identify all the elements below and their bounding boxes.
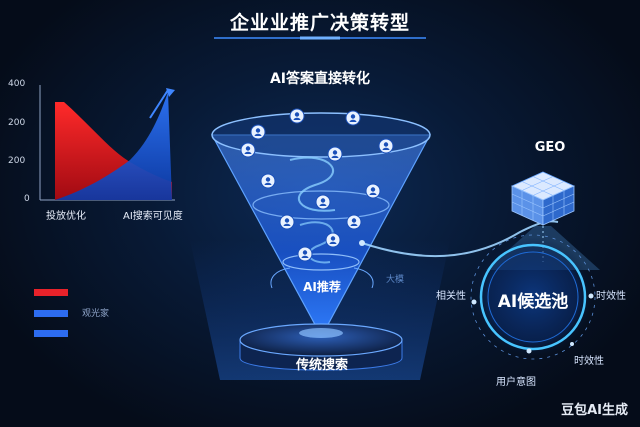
y-tick-200-lower: 200 [8,156,26,166]
cube-icon [511,171,575,226]
attribute-user-intent: 用户意图 [496,377,536,388]
y-tick-0: 0 [24,194,30,204]
ai-pool-label: AI候选池 [497,292,569,312]
title-underline [214,36,426,40]
user-icon [240,142,256,158]
legend-swatch-blue-1 [34,310,68,317]
area-chart [39,85,175,201]
legend [34,289,68,337]
y-tick-200-upper: 200 [8,118,26,128]
user-icon [260,173,276,189]
user-icon [289,108,305,124]
legend-swatch-blue-2 [34,330,68,337]
user-icon [315,194,331,210]
x-label-left: 投放优化 [46,211,86,222]
brand-watermark: 豆包AI生成 [561,403,628,418]
swirl-1 [289,156,336,212]
user-icon [325,232,341,248]
funnel-top-label: AI答案直接转化 [269,71,371,87]
page-title: 企业业推广决策转型 [229,12,410,34]
legend-swatch-red [34,289,68,296]
platform [239,323,403,371]
swirl-2 [299,221,334,264]
attribute-timeliness-2: 时效性 [574,356,604,367]
ai-pool-ring [470,234,596,360]
y-tick-400: 400 [8,79,26,89]
platform-label: 传统搜索 [295,358,348,373]
connection-dot [359,240,365,246]
user-icon [345,110,361,126]
geo-label: GEO [534,140,566,155]
funnel-middle-label: AI推荐 [303,280,341,294]
x-label-right: AI搜索可见度 [123,211,183,222]
user-icon [297,246,313,262]
user-icon [378,138,394,154]
user-icon [250,124,266,140]
user-icon [346,214,362,230]
blue-series-area [55,92,172,200]
attribute-relevance: 相关性 [436,291,466,302]
user-icon [327,146,343,162]
attribute-timeliness-1: 时效性 [596,291,626,302]
user-icon [279,214,295,230]
legend-label: 观光家 [82,309,110,319]
arrow-head-icon [166,88,175,97]
user-icon [365,183,381,199]
funnel-side-label: 大模 [386,275,405,285]
